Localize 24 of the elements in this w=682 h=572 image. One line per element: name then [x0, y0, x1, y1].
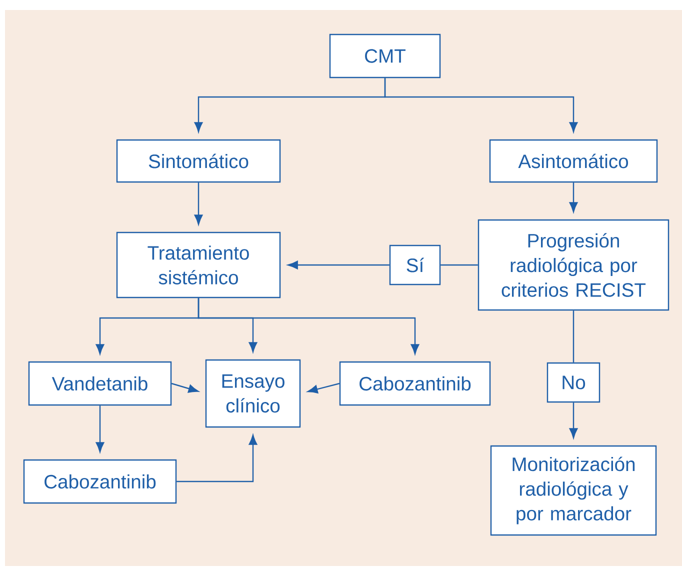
connector-line — [572, 310, 574, 362]
flow-box: Asintomático — [489, 139, 658, 183]
arrow — [171, 382, 199, 393]
flow-box: Cabozantinib — [339, 361, 491, 406]
arrow — [96, 406, 104, 452]
arrow — [288, 260, 390, 270]
answer-box: No — [546, 362, 600, 403]
flow-box: Cabozantinib — [23, 459, 177, 504]
arrow — [569, 402, 578, 438]
arrow — [384, 78, 578, 132]
answer-box: Sí — [389, 244, 441, 286]
arrow — [569, 182, 578, 212]
flow-box: CMT — [329, 34, 441, 78]
arrow — [194, 182, 203, 225]
flow-box: Ensayo clínico — [205, 359, 301, 428]
flow-box: Vandetanib — [28, 361, 172, 406]
arrow — [176, 434, 258, 482]
flow-box: Sintomático — [116, 139, 281, 183]
arrow — [307, 382, 340, 394]
arrow — [198, 298, 420, 354]
connector-line — [440, 264, 478, 266]
flow-box: Tratamiento sistémico — [116, 232, 281, 298]
flow-box: Monitorización radiológica y por marcador — [490, 445, 657, 536]
flow-box: Progresión radiológica por criterios RECIST — [478, 219, 670, 311]
